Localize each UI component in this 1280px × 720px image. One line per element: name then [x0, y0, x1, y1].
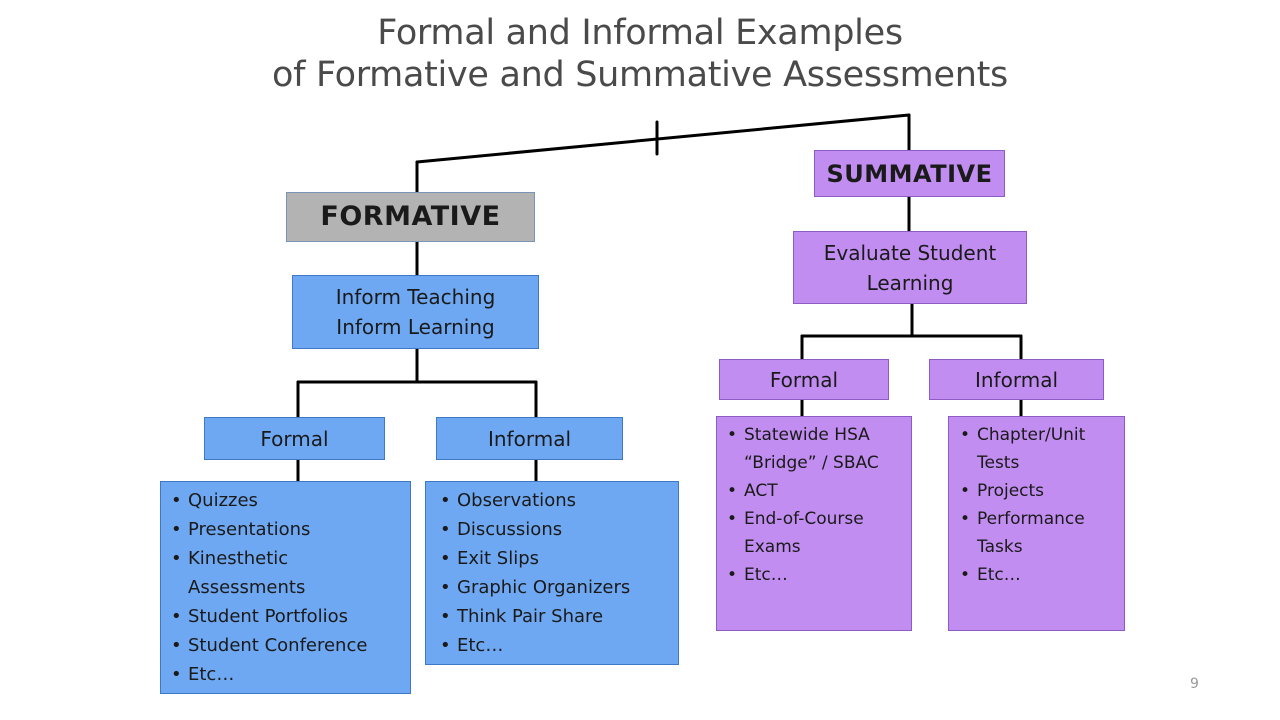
summative-formal-box: Formal [719, 359, 889, 400]
list-item: Etc… [960, 561, 1118, 589]
formative-informal-label: Informal [487, 426, 572, 451]
summative-informal-label: Informal [974, 367, 1059, 392]
list-item: Kinesthetic Assessments [171, 544, 402, 602]
formative-formal-label: Formal [260, 426, 329, 451]
list-item: Chapter/Unit Tests [960, 421, 1118, 477]
list-item: Presentations [171, 515, 402, 544]
page-number: 9 [1190, 676, 1199, 692]
list-item: Observations [440, 486, 670, 515]
formative-purpose-line-1: Inform Teaching [335, 285, 496, 309]
title-line-1: Formal and Informal Examples [377, 13, 903, 53]
formative-header: FORMATIVE [286, 192, 535, 242]
list-item: Projects [960, 477, 1118, 505]
formative-purpose-line-2: Inform Learning [336, 315, 495, 339]
summative-purpose-line-2: Learning [866, 270, 954, 295]
list-item: Performance Tasks [960, 505, 1118, 561]
list-item: Exit Slips [440, 544, 670, 573]
list-item: Etc… [171, 660, 402, 689]
summative-purpose-line-1: Evaluate Student [823, 240, 997, 265]
formative-header-label: FORMATIVE [320, 201, 501, 232]
list-item: Think Pair Share [440, 602, 670, 631]
list-item: Discussions [440, 515, 670, 544]
list-item: Etc… [727, 561, 905, 589]
list-item: Graphic Organizers [440, 573, 670, 602]
list-item: ACT [727, 477, 905, 505]
page-title: Formal and Informal Examples of Formativ… [0, 12, 1280, 96]
formative-purpose-box: Inform Teaching Inform Learning [292, 275, 539, 349]
summative-purpose-box: Evaluate Student Learning [793, 231, 1027, 304]
formative-formal-list: Quizzes Presentations Kinesthetic Assess… [160, 481, 411, 694]
list-item: Student Conference [171, 631, 402, 660]
summative-informal-box: Informal [929, 359, 1104, 400]
list-item: Etc… [440, 631, 670, 660]
formative-informal-box: Informal [436, 417, 623, 460]
summative-formal-label: Formal [769, 367, 839, 392]
list-item: End-of-Course Exams [727, 505, 905, 561]
list-item: Quizzes [171, 486, 402, 515]
summative-header-label: SUMMATIVE [826, 159, 993, 188]
list-item: Student Portfolios [171, 602, 402, 631]
list-item: Statewide HSA “Bridge” / SBAC [727, 421, 905, 477]
summative-header: SUMMATIVE [814, 150, 1005, 197]
formative-informal-list: Observations Discussions Exit Slips Grap… [425, 481, 679, 665]
summative-formal-list: Statewide HSA “Bridge” / SBAC ACT End-of… [716, 416, 912, 631]
title-line-2: of Formative and Summative Assessments [272, 55, 1008, 95]
formative-formal-box: Formal [204, 417, 385, 460]
summative-informal-list: Chapter/Unit Tests Projects Performance … [948, 416, 1125, 631]
